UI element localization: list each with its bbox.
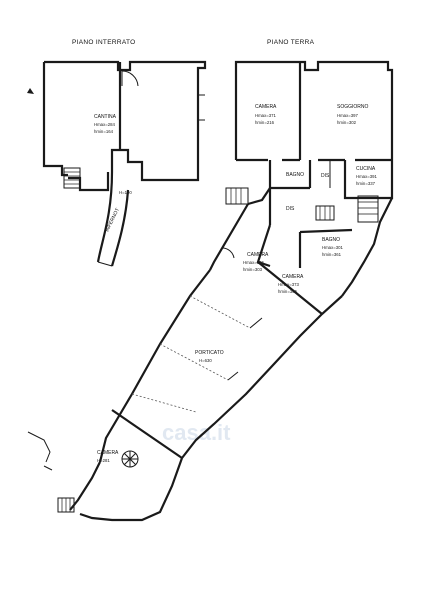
cantina-label: CANTINA [94, 114, 117, 120]
camera-mid2-label: CAMERA [282, 274, 304, 280]
bagno-top-label: BAGNO [286, 172, 304, 178]
soggiorno-hmax: Hmax=397 [337, 113, 359, 118]
camera-mid1-hmin: hmin=303 [243, 267, 263, 272]
camera-mid2-hmin: hmin=305 [278, 289, 298, 294]
soggiorno-hmin: hmin=302 [337, 120, 357, 125]
basement-plan: CANTINA Hmax=284 hmin=164 H=190 INFERNOT [27, 60, 207, 267]
camera-bottom-height: H=281 [97, 458, 110, 463]
camera-top-label: CAMERA [255, 104, 277, 110]
cucina-label: CUCINA [356, 166, 376, 172]
dis-top-label: DIS [321, 173, 330, 179]
watermark-logo: casa.it [162, 420, 231, 445]
bagno-mid-hmin: hmin=361 [322, 252, 342, 257]
camera-mid1-label: CAMERA [247, 252, 269, 258]
cantina-hmin: hmin=164 [94, 129, 114, 134]
camera-mid1-hmax: Hmax=376 [243, 260, 265, 265]
cucina-hmax: Hmax=391 [356, 174, 378, 179]
bagno-mid-label: BAGNO [322, 237, 340, 243]
camera-top-hmin: hmin=216 [255, 120, 275, 125]
ground-floor-plan: CAMERA Hmax=371 hmin=216 SOGGIORNO Hmax=… [27, 60, 394, 522]
soggiorno-label: SOGGIORNO [337, 104, 369, 110]
cantina-hmax: Hmax=284 [94, 122, 116, 127]
camera-top-hmax: Hmax=371 [255, 113, 277, 118]
camera-mid2-hmax: Hmax=373 [278, 282, 300, 287]
bagno-mid-hmax: Hmax=301 [322, 245, 344, 250]
cucina-hmin: hmin=337 [356, 181, 376, 186]
dis-mid-label: DIS [286, 206, 295, 212]
porticato-label: PORTICATO [195, 350, 224, 356]
basement-floor-title: PIANO INTERRATO [72, 39, 136, 46]
ground-floor-title: PIANO TERRA [267, 39, 315, 46]
north-arrow-icon [27, 88, 34, 94]
camera-bottom-label: CAMERA [97, 450, 119, 456]
infernot-height: H=190 [119, 190, 132, 195]
porticato-height: H=630 [199, 358, 212, 363]
